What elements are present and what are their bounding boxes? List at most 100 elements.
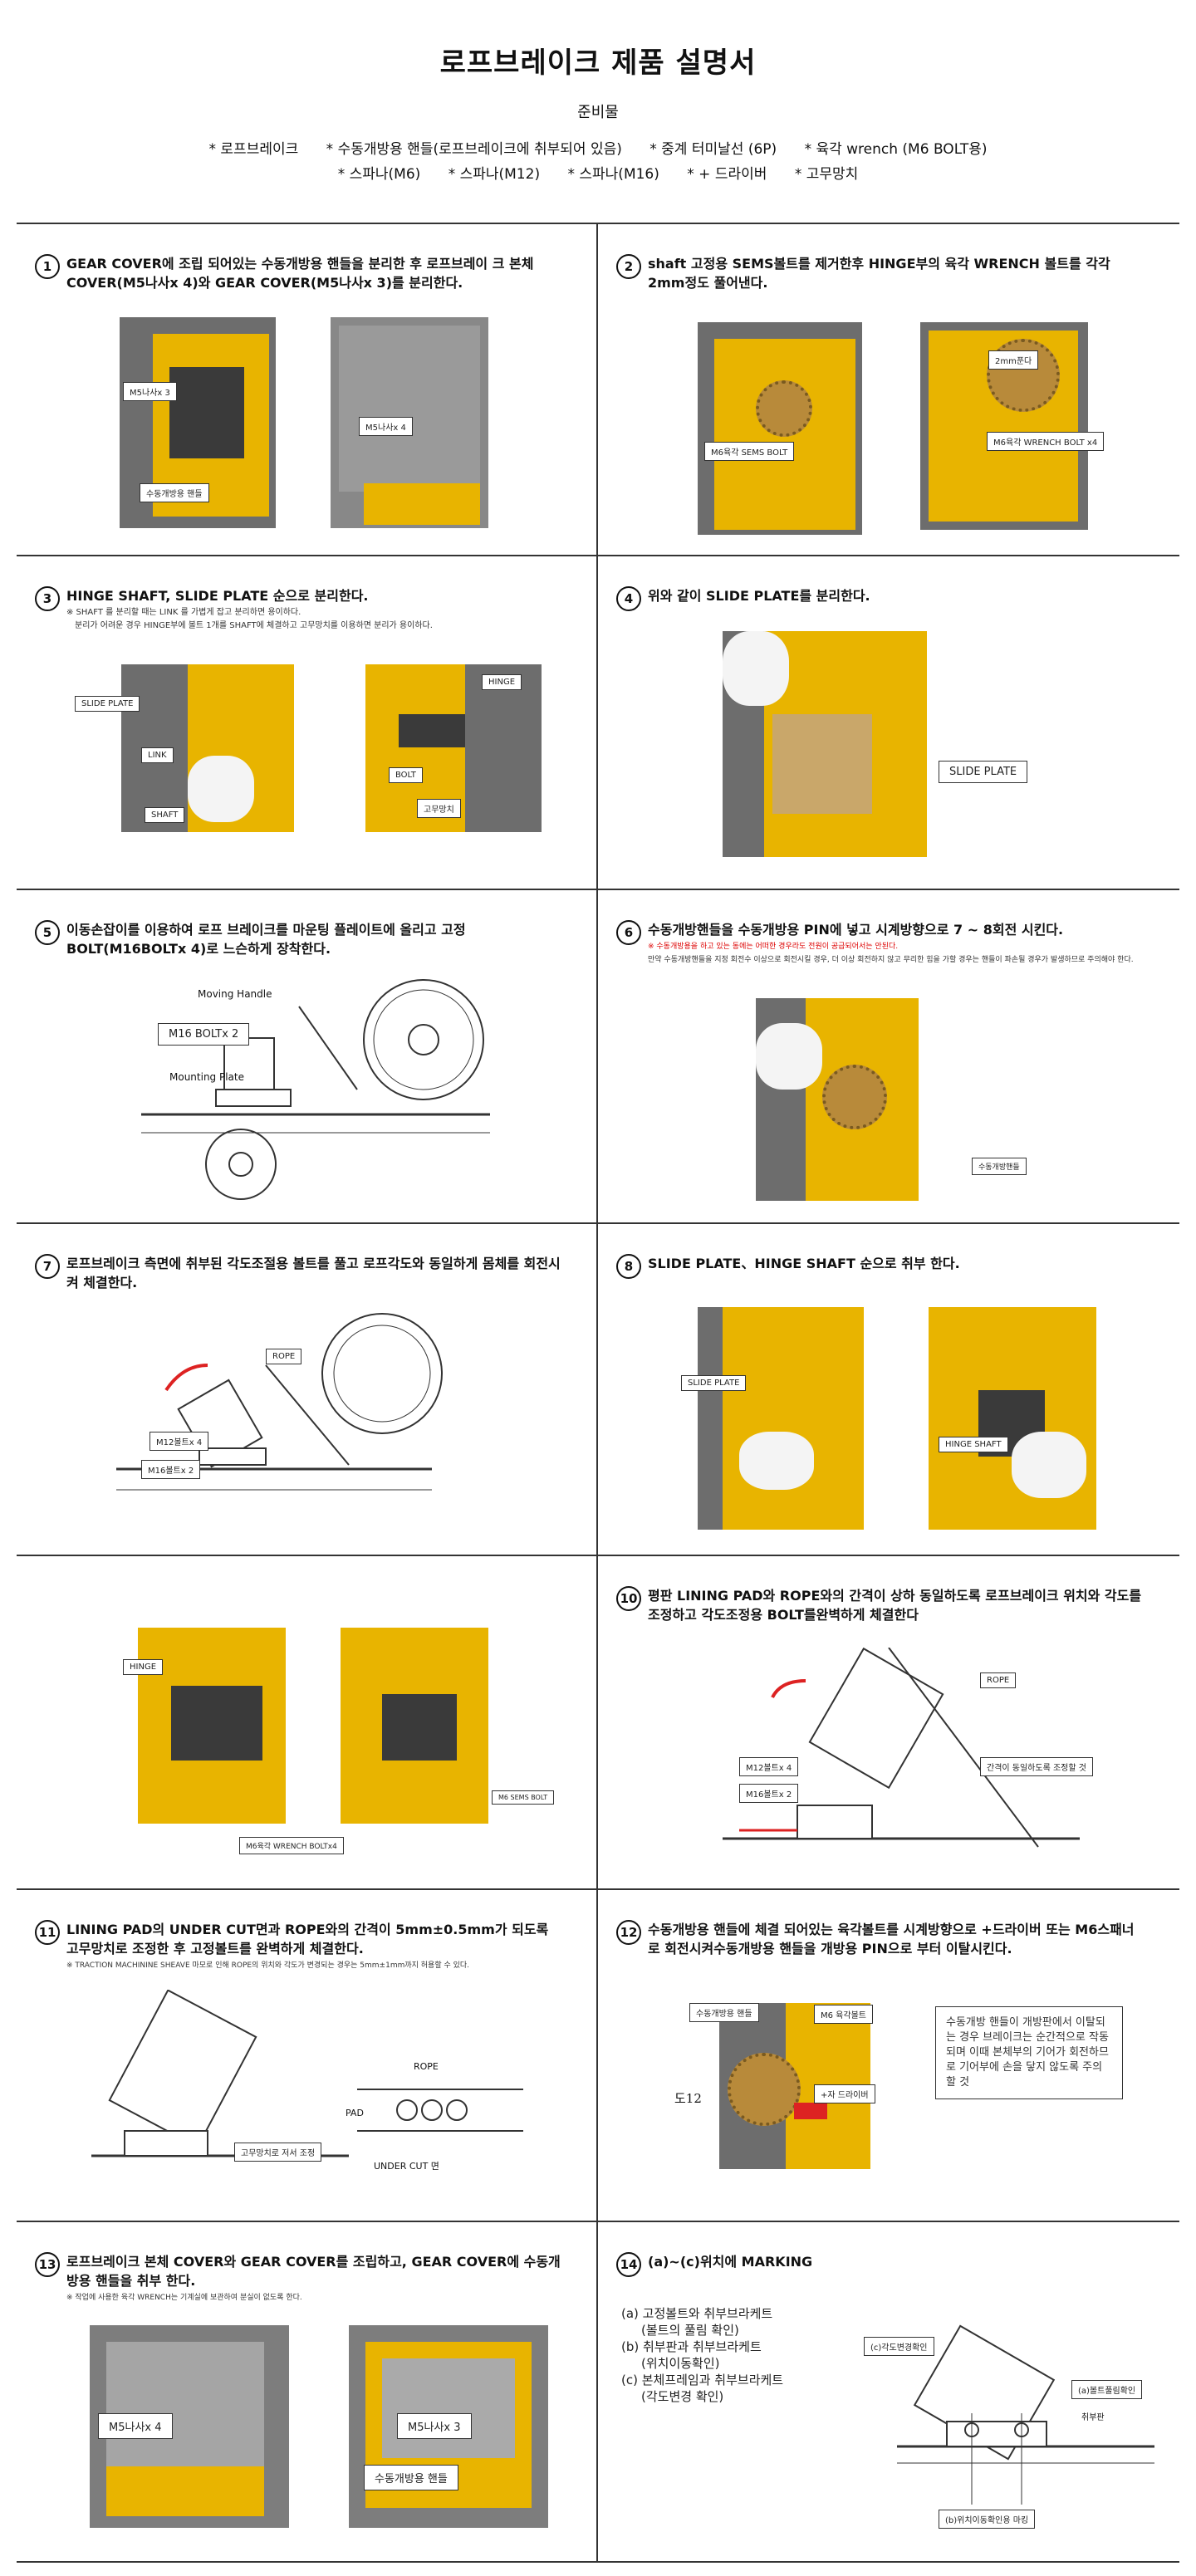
step-number: 8 (616, 1254, 641, 1279)
label: M12볼트x 4 (150, 1432, 209, 1451)
label: M5나사x 4 (359, 417, 413, 436)
step-note: 만약 수동개방핸들을 지정 회전수 이상으로 회전시킬 경우, 더 이상 회전하… (648, 956, 1134, 964)
figure-label: 도12 (674, 2091, 702, 2106)
step-instruction: 수동개방용 핸들에 체결 되어있는 육각볼트를 시계방향으로 +드라이버 또는 … (648, 1922, 1135, 1956)
label: M16볼트x 2 (141, 1460, 201, 1479)
prep-item: * 스파나(M6) (337, 166, 421, 183)
angle-adjust-diagram (116, 1313, 443, 1491)
preparation-heading: 준비물 (577, 104, 619, 121)
marking-item: (a) 고정볼트와 취부브라케트 (621, 2306, 773, 2321)
step-instruction: (a)~(c)위치에 MARKING (648, 2254, 813, 2270)
label: 수동개방용 핸들 (689, 2003, 759, 2022)
step-9: HINGE M6육각 WRENCH BOLTx4 M6 SEMS BOLT (17, 1556, 598, 1888)
step-instruction: GEAR COVER에 조립 되어있는 수동개방용 핸들을 분리한 후 로프브레… (66, 256, 534, 291)
mounting-diagram (141, 979, 490, 1200)
label: M6 SEMS BOLT (492, 1790, 555, 1805)
step-number: 1 (35, 254, 60, 279)
preparation-list: * 로프브레이크 * 수동개방용 핸들(로프브레이크에 취부되어 있음) * 중… (0, 137, 1196, 187)
label: HINGE (482, 674, 522, 690)
step-9-photo-a (138, 1628, 286, 1824)
document-title: 로프브레이크 제품 설명서 (439, 47, 757, 80)
step-instruction: 로프브레이크 본체 COVER와 GEAR COVER를 조립하고, GEAR … (66, 2252, 565, 2304)
step-instruction: 수동개방핸들을 수동개방용 PIN에 넣고 시계방향으로 7 ~ 8회전 시킨다… (648, 920, 1146, 966)
label: 고무망치로 저서 조정 (234, 2143, 322, 2162)
label: BOLT (389, 767, 423, 783)
step-4: 4 위와 같이 SLIDE PLATE를 분리한다. SLIDE PLATE (598, 556, 1179, 889)
label: SHAFT (145, 807, 185, 823)
label: 수동개방용 핸들 (364, 2465, 458, 2490)
step-warning: ※ 수동개방용을 하고 있는 동에는 어떠한 경우라도 전원이 공급되어서는 안… (648, 943, 899, 951)
step-2-photo-a (698, 322, 862, 535)
prep-item: * 로프브레이크 (208, 141, 299, 158)
prep-item: * + 드라이버 (687, 166, 767, 183)
step-number: 2 (616, 254, 641, 279)
marking-list: (a) 고정볼트와 취부브라케트 (볼트의 풀림 확인) (b) 취부판과 취부… (621, 2305, 783, 2405)
prep-item: * 수동개방용 핸들(로프브레이크에 취부되어 있음) (326, 141, 622, 158)
pad-alignment-diagram (723, 1648, 1080, 1848)
label: (a)볼트풀림확인 (1071, 2380, 1143, 2399)
step-number: 4 (616, 586, 641, 611)
step-1-photo-b (331, 317, 488, 528)
label: SLIDE PLATE (939, 761, 1028, 783)
step-number: 6 (616, 920, 641, 945)
step-instruction: 이동손잡이를 이용하여 로프 브레이크를 마운팅 플레이트에 올리고 고정 BO… (66, 922, 466, 957)
step-instruction: 위와 같이 SLIDE PLATE를 분리한다. (648, 588, 870, 604)
step-number: 11 (35, 1920, 60, 1945)
step-number: 5 (35, 920, 60, 945)
preparation-line-1: * 로프브레이크 * 수동개방용 핸들(로프브레이크에 취부되어 있음) * 중… (0, 137, 1196, 162)
step-2-photo-b (920, 322, 1088, 530)
step-number: 3 (35, 586, 60, 611)
step-note: 분리가 어려운 경우 HINGE부에 볼트 1개를 SHAFT에 체결하고 고무… (75, 621, 433, 630)
label: +자 드라이버 (814, 2084, 875, 2103)
label: (b)위치이동확인용 마킹 (939, 2510, 1036, 2529)
prep-item: * 고무망치 (794, 166, 859, 183)
step-8-photo-b (929, 1307, 1096, 1530)
step-instruction: HINGE SHAFT, SLIDE PLATE 순으로 분리한다. ※ SHAF… (66, 586, 565, 632)
step-title: 로프브레이크 본체 COVER와 GEAR COVER를 조립하고, GEAR … (66, 2254, 561, 2289)
prep-item: * 스파나(M16) (567, 166, 659, 183)
step-title: HINGE SHAFT, SLIDE PLATE 순으로 분리한다. (66, 588, 369, 604)
label: SLIDE PLATE (681, 1375, 747, 1391)
label: M5나사x 3 (397, 2413, 472, 2439)
prep-item: * 스파나(M12) (448, 166, 541, 183)
step-6-photo (756, 998, 919, 1201)
step-note: ※ 작업에 사용한 육각 WRENCH는 기계실에 보관하여 분실이 없도록 한… (66, 2294, 302, 2302)
steps-row-2: 3 HINGE SHAFT, SLIDE PLATE 순으로 분리한다. ※ SHA… (17, 556, 1179, 890)
prep-item: * 육각 wrench (M6 BOLT용) (804, 141, 988, 158)
step-number: 12 (616, 1920, 641, 1945)
marking-item-note: (위치이동확인) (641, 2356, 720, 2371)
step-12: 12 수동개방용 핸들에 체결 되어있는 육각볼트를 시계방향으로 +드라이버 또… (598, 1890, 1179, 2221)
label: M16볼트x 2 (739, 1784, 799, 1803)
label: HINGE SHAFT (939, 1437, 1008, 1452)
step-note: ※ TRACTION MACHININE SHEAVE 마모로 인해 ROPE의… (66, 1961, 470, 1970)
marking-diagram (897, 2324, 1154, 2505)
label: LINK (141, 747, 174, 763)
label: UNDER CUT 면 (374, 2161, 439, 2172)
label: ROPE (266, 1349, 302, 1364)
step-title-2: 고무망치로 조정한 후 고정볼트를 완벽하게 체결한다. (66, 1941, 364, 1956)
preparation-line-2: * 스파나(M6) * 스파나(M12) * 스파나(M16) * + 드라이버… (0, 162, 1196, 187)
step-6: 6 수동개방핸들을 수동개방용 PIN에 넣고 시계방향으로 7 ~ 8회전 시킨… (598, 890, 1179, 1222)
label: 수동개방용 핸들 (140, 483, 209, 502)
label: ROPE (414, 2061, 439, 2072)
step-number: 10 (616, 1586, 641, 1611)
marking-item-note: (볼트의 풀림 확인) (641, 2323, 739, 2338)
label: ROPE (980, 1672, 1017, 1688)
label: M6육각 SEMS BOLT (704, 442, 795, 461)
step-instruction: 로프브레이크 측면에 취부된 각도조절용 볼트를 풀고 로프각도와 동일하게 몸… (66, 1256, 561, 1290)
step-note: ※ SHAFT 를 분리할 때는 LINK 를 가볍게 잡고 분리하면 용이하다… (66, 608, 301, 617)
step-4-photo (723, 631, 927, 857)
step-8-photo-a (698, 1307, 864, 1530)
label: M6 육각볼트 (814, 2005, 873, 2024)
